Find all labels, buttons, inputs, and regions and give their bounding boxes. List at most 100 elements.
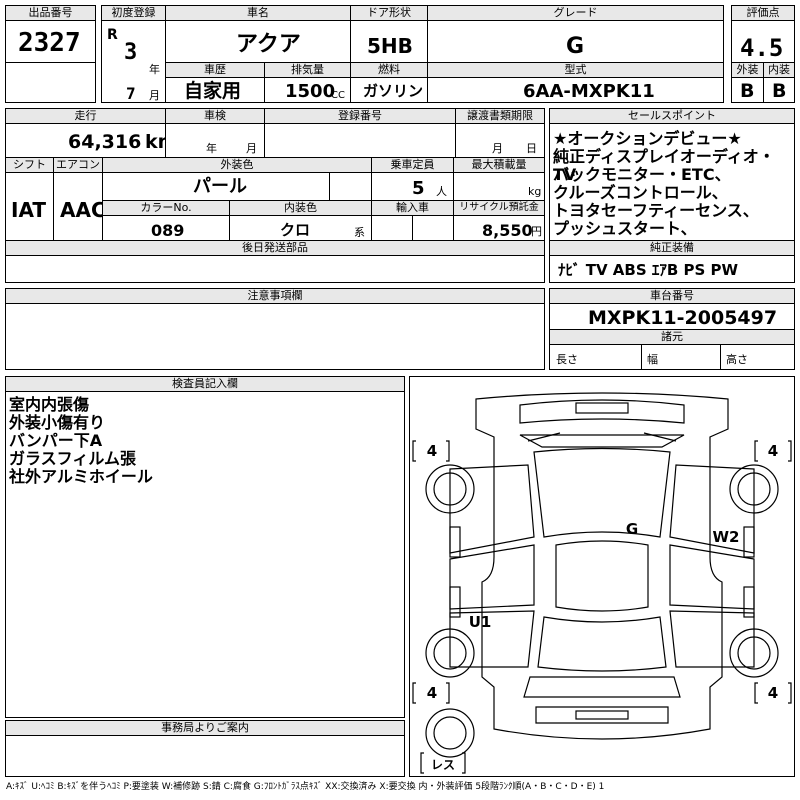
inspector-box: 検査員記入欄 室内内張傷 外装小傷有り バンパー下A ガラスフィルム張 社外アル… <box>5 376 405 718</box>
cc-unit: CC <box>331 90 345 101</box>
exterior-grade-label: 外装 <box>732 63 763 78</box>
fuel-box: 燃料 ガソリン <box>350 62 428 103</box>
specs-label: 諸元 <box>550 330 794 345</box>
interior-grade-value: B <box>772 80 787 102</box>
sales-point-list: ★オークションデビュー★ 純正ディスプレイオーディオ・TV バックモニター・ET… <box>553 130 794 238</box>
sales-point-line: トヨタセーフティーセンス、 <box>553 201 759 220</box>
lot-number-value: 2327 <box>18 28 81 58</box>
recycle-box: リサイクル預託金 8,550 円 <box>453 200 545 241</box>
lot-number-label: 出品番号 <box>6 6 95 21</box>
width-label: 幅 <box>647 353 658 366</box>
mileage-box: 走行 64,316 km <box>5 108 177 158</box>
import-label: 輸入車 <box>372 201 453 216</box>
fuel-label: 燃料 <box>351 63 427 78</box>
displacement-box: 排気量 1500 CC <box>264 62 351 103</box>
score-value: 4.5 <box>740 34 784 62</box>
capacity-label: 乗車定員 <box>372 158 453 173</box>
score-box: 評価点 4.5 <box>731 5 795 63</box>
transfer-deadline-label: 譲渡書類期限 <box>456 109 544 124</box>
capacity-unit: 人 <box>436 185 447 198</box>
exterior-color-box: 外装色 パール <box>102 157 372 201</box>
color-number-label: カラーNo. <box>103 201 229 216</box>
transfer-deadline-box: 譲渡書類期限 月 日 <box>455 108 545 158</box>
transfer-day-suffix: 日 <box>526 142 537 155</box>
inspector-note: バンパー下A <box>9 431 103 450</box>
transfer-month-suffix: 月 <box>492 142 503 155</box>
tire-rear-left-grade: 4 <box>427 684 437 702</box>
aircon-box: エアコン AAC <box>53 157 106 241</box>
model-box: 型式 6AA-MXPK11 <box>427 62 724 103</box>
notes-label: 注意事項欄 <box>6 289 544 304</box>
series-unit: 系 <box>354 226 365 239</box>
mileage-value: 64,316 <box>68 131 142 153</box>
spare-tire-mark: レス <box>431 758 455 772</box>
interior-color-label: 内装色 <box>230 201 371 216</box>
inspector-note: 室内内張傷 <box>9 395 90 414</box>
aircon-label: エアコン <box>54 158 102 173</box>
registration-number-box: 登録番号 <box>264 108 456 158</box>
sales-point-line: ★オークションデビュー★ <box>553 129 742 148</box>
exterior-color-label: 外装色 <box>103 158 371 173</box>
office-box: 事務局よりご案内 <box>5 720 405 777</box>
inspector-label: 検査員記入欄 <box>6 377 404 392</box>
lot-number-box: 出品番号 2327 <box>5 5 96 63</box>
length-label: 長さ <box>556 353 578 366</box>
specs-box: 諸元 長さ 幅 高さ <box>549 329 795 370</box>
first-registration-box: 初度登録 R 3 年 7 月 <box>101 5 166 103</box>
interior-grade-label: 内装 <box>764 63 794 78</box>
history-value: 自家用 <box>184 80 242 102</box>
displacement-label: 排気量 <box>265 63 350 78</box>
inspection-box: 車検 年 月 <box>165 108 265 158</box>
capacity-box: 乗車定員 5 人 <box>371 157 454 201</box>
month-suffix: 月 <box>149 89 160 102</box>
model-label: 型式 <box>428 63 723 78</box>
max-load-unit: kg <box>528 185 542 198</box>
recycle-label: リサイクル預託金 <box>454 201 544 216</box>
notes-box: 注意事項欄 <box>5 288 545 370</box>
sales-point-line: クルーズコントロール、 <box>553 183 728 202</box>
model-value: 6AA-MXPK11 <box>523 81 655 102</box>
car-name-label: 車名 <box>166 6 350 21</box>
inspector-note: ガラスフィルム張 <box>9 449 137 468</box>
later-parts-box: 後日発送部品 <box>5 240 545 283</box>
inspection-year-suffix: 年 <box>206 142 217 155</box>
aircon-value: AAC <box>60 198 106 222</box>
max-load-box: 最大積載量 kg <box>453 157 545 201</box>
tire-front-right-grade: 4 <box>768 442 778 460</box>
displacement-value: 1500 <box>285 81 336 102</box>
fuel-value: ガソリン <box>363 82 424 100</box>
first-registration-label: 初度登録 <box>102 6 165 21</box>
capacity-value: 5 <box>412 178 425 199</box>
standard-equipment-box: 純正装備 ﾅﾋﾞ TV ABS ｴｱB PS PW <box>549 240 795 283</box>
interior-grade-box: 内装 B <box>763 62 795 103</box>
interior-color-value: クロ <box>280 221 311 239</box>
sales-point-box: セールスポイント ★オークションデビュー★ 純正ディスプレイオーディオ・TV バ… <box>549 108 795 258</box>
car-name-box: 車名 アクア <box>165 5 351 63</box>
registration-number-label: 登録番号 <box>265 109 455 124</box>
grade-value: G <box>566 34 585 59</box>
height-label: 高さ <box>726 353 748 366</box>
standard-equipment-value: ﾅﾋﾞ TV ABS ｴｱB PS PW <box>558 261 739 279</box>
inspector-notes-list: 室内内張傷 外装小傷有り バンパー下A ガラスフィルム張 社外アルミホイール <box>9 396 153 486</box>
sales-point-line: プッシュスタート、 <box>553 219 697 238</box>
shift-box: シフト IAT <box>5 157 54 241</box>
mileage-label: 走行 <box>6 109 165 124</box>
shift-label: シフト <box>6 158 53 173</box>
door-type-box: ドア形状 5HB <box>350 5 428 63</box>
import-box: 輸入車 <box>371 200 454 241</box>
color-number-value: 089 <box>151 221 185 240</box>
history-label: 車歴 <box>166 63 264 78</box>
chassis-number-label: 車台番号 <box>550 289 794 304</box>
inspector-note: 外装小傷有り <box>9 413 106 432</box>
lot-number-lower-box <box>5 62 96 103</box>
car-diagram: 4 4 4 4 G W2 U1 レス <box>412 392 792 774</box>
windshield-damage-mark: G <box>626 520 638 538</box>
sales-point-line: バックモニター・ETC、 <box>553 165 731 184</box>
door-type-label: ドア形状 <box>351 6 427 21</box>
grade-box: グレード G <box>427 5 724 63</box>
left-door-damage-mark: U1 <box>469 613 492 631</box>
era-value: R <box>107 27 118 43</box>
exterior-grade-value: B <box>740 80 755 102</box>
recycle-unit: 円 <box>531 225 542 238</box>
year-suffix: 年 <box>149 63 160 76</box>
